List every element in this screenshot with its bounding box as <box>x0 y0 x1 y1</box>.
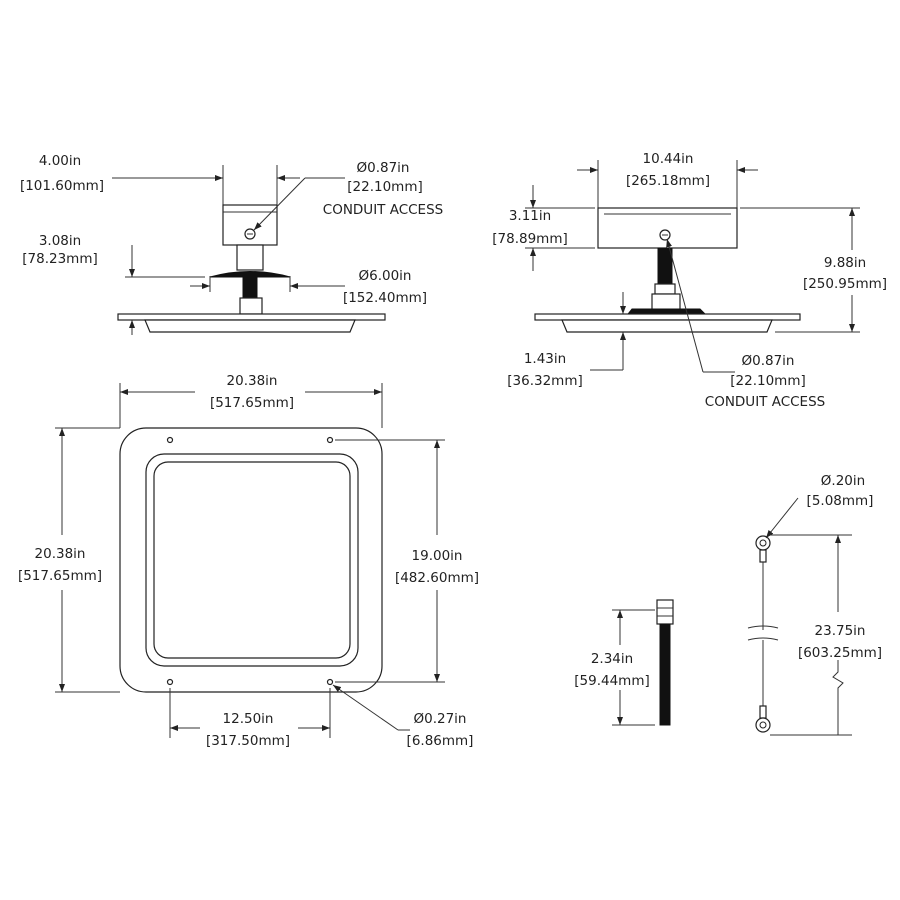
height-mm-label: [517.65mm] <box>18 568 102 584</box>
cable-length-in-label: 23.75in <box>815 623 866 639</box>
flange-dia-in-label: Ø6.00in <box>359 268 412 284</box>
height-mm-label: [78.23mm] <box>22 251 97 267</box>
mounting-hole <box>326 436 334 444</box>
mounting-hole <box>166 436 174 444</box>
cable-eye-top <box>755 535 771 551</box>
side-view-right: 10.44in [265.18mm] 3.11in [78.89mm] 9.88… <box>492 151 887 410</box>
total-height-in-label: 9.88in <box>824 255 866 271</box>
width-in-label: 4.00in <box>39 153 81 169</box>
width-mm-label: [517.65mm] <box>210 395 294 411</box>
threaded-rod: 2.34in [59.44mm] <box>574 599 674 726</box>
conduit-dia-in-label: Ø0.87in <box>357 160 410 176</box>
hole-dia-mm-label: [6.86mm] <box>407 733 474 749</box>
hole-dia-in-label: Ø0.27in <box>414 711 467 727</box>
side-view-left: 4.00in [101.60mm] Ø0.87in [22.10mm] COND… <box>20 153 443 335</box>
box-height-mm-label: [78.89mm] <box>492 231 567 247</box>
width-in-label: 10.44in <box>643 151 694 167</box>
width-mm-label: [101.60mm] <box>20 178 104 194</box>
hole-spacing-h-in-label: 12.50in <box>223 711 274 727</box>
cable-eye-bottom <box>755 717 771 733</box>
conduit-access-label: CONDUIT ACCESS <box>705 394 825 410</box>
plan-view: 20.38in [517.65mm] 20.38in [517.65mm] 19… <box>18 373 479 749</box>
rod-length-in-label: 2.34in <box>591 651 633 667</box>
conduit-dia-in-label: Ø0.87in <box>742 353 795 369</box>
height-in-label: 3.08in <box>39 233 81 249</box>
flange-dia-mm-label: [152.40mm] <box>343 290 427 306</box>
hole-spacing-v-in-label: 19.00in <box>412 548 463 564</box>
box-height-in-label: 3.11in <box>509 208 551 224</box>
hole-spacing-h-mm-label: [317.50mm] <box>206 733 290 749</box>
mounting-hole <box>166 678 174 686</box>
conduit-access-label: CONDUIT ACCESS <box>323 202 443 218</box>
safety-cable: Ø.20in [5.08mm] 23.75in [603.25mm] <box>747 473 882 736</box>
eye-dia-in-label: Ø.20in <box>821 473 865 489</box>
conduit-dia-mm-label: [22.10mm] <box>730 373 805 389</box>
plate-height-in-label: 1.43in <box>524 351 566 367</box>
height-in-label: 20.38in <box>35 546 86 562</box>
total-height-mm-label: [250.95mm] <box>803 276 887 292</box>
mounting-hole <box>326 678 334 686</box>
hole-spacing-v-mm-label: [482.60mm] <box>395 570 479 586</box>
cable-length-mm-label: [603.25mm] <box>798 645 882 661</box>
rod-length-mm-label: [59.44mm] <box>574 673 649 689</box>
width-in-label: 20.38in <box>227 373 278 389</box>
plate-height-mm-label: [36.32mm] <box>507 373 582 389</box>
eye-dia-mm-label: [5.08mm] <box>807 493 874 509</box>
width-mm-label: [265.18mm] <box>626 173 710 189</box>
conduit-dia-mm-label: [22.10mm] <box>347 179 422 195</box>
